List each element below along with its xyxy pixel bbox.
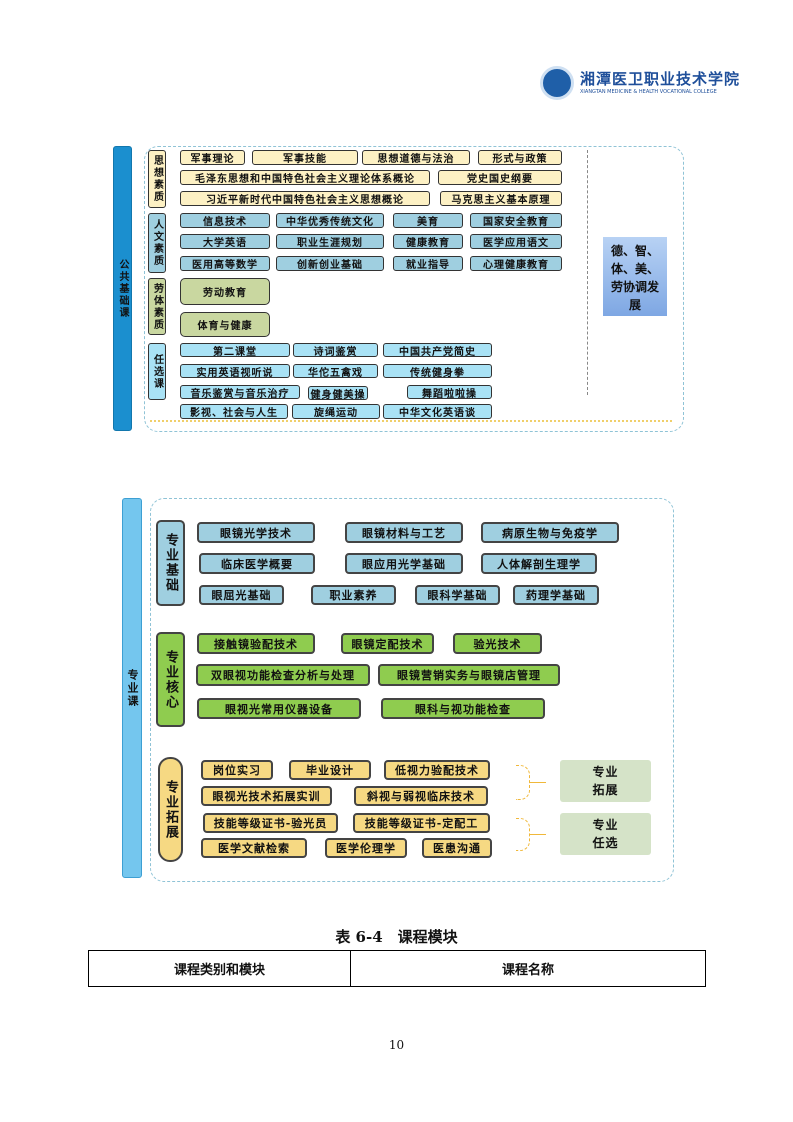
elective-box: 华佗五禽戏 [293,364,378,379]
course-box: 眼镜光学技术 [197,522,315,543]
course-box: 职业素养 [311,585,396,605]
course-box: 眼应用光学基础 [345,553,463,574]
divider-line [150,420,672,422]
course-box: 眼镜定配技术 [341,633,434,654]
table-caption: 表 6-4 课程模块 [335,928,458,946]
course-box: 马克思主义基本原理 [440,191,562,206]
elective-box: 诗词鉴赏 [293,343,378,358]
course-box: 职业生涯规划 [276,234,384,249]
elective-box: 舞蹈啦啦操 [407,385,492,400]
bracket-arrow [530,782,546,783]
elective-box: 中华文化英语谈 [383,404,492,419]
course-box: 眼科与视功能检查 [381,698,545,719]
course-box: 军事技能 [252,150,358,165]
course-box: 低视力验配技术 [384,760,490,780]
course-box: 临床医学概要 [199,553,315,574]
table-header-category: 课程类别和模块 [89,951,351,986]
category-label: 人文素质 [148,213,166,273]
elective-box: 第二课堂 [180,343,290,358]
course-box: 岗位实习 [201,760,273,780]
course-box: 大学英语 [180,234,270,249]
course-box: 军事理论 [180,150,245,165]
course-box: 就业指导 [393,256,463,271]
bracket-extension [516,765,530,800]
category-label: 任选课 [148,343,166,400]
course-box: 思想道德与法治 [362,150,470,165]
course-box: 心理健康教育 [470,256,562,271]
course-box: 医学应用语文 [470,234,562,249]
elective-box: 传统健身拳 [383,364,492,379]
category-label: 劳体素质 [148,278,166,335]
course-box: 药理学基础 [513,585,599,605]
course-box: 眼镜营销实务与眼镜店管理 [378,664,560,686]
diagram1-frame [144,146,684,432]
course-box: 中华优秀传统文化 [276,213,384,228]
course-box: 美育 [393,213,463,228]
table-header-courses: 课程名称 [501,963,554,978]
public-basic-courses-label: 公共基础课 [113,146,132,431]
diagram2-frame [150,498,674,882]
elective-box: 影视、社会与人生 [180,404,288,419]
category-label: 专业基础 [156,520,185,606]
course-box: 接触镜验配技术 [197,633,315,654]
course-table: 课程类别和模块 课程名称 [88,950,706,987]
course-box: 形式与政策 [478,150,562,165]
course-box: 创新创业基础 [276,256,384,271]
course-box: 体育与健康 [180,312,270,337]
elective-box: 音乐鉴赏与音乐治疗 [180,385,300,400]
course-box: 毛泽东思想和中国特色社会主义理论体系概论 [180,170,430,185]
course-box: 眼镜材料与工艺 [345,522,463,543]
college-logo [540,66,574,100]
category-label: 专业拓展 [158,757,183,862]
course-box: 医用高等数学 [180,256,270,271]
course-box: 眼科学基础 [415,585,500,605]
elective-box: 实用英语视听说 [180,364,290,379]
course-box: 斜视与弱视临床技术 [354,786,488,806]
course-box: 技能等级证书-定配工 [353,813,490,833]
course-box: 党史国史纲要 [438,170,562,185]
course-box: 健康教育 [393,234,463,249]
group-box: 专业拓展 [560,760,651,802]
bracket-arrow [530,834,546,835]
course-box: 技能等级证书-验光员 [203,813,338,833]
course-box: 眼视光常用仪器设备 [197,698,361,719]
course-box: 眼屈光基础 [199,585,284,605]
category-label: 专业核心 [156,632,185,727]
major-courses-label: 专业课 [122,498,142,878]
course-box: 医学伦理学 [325,838,407,858]
course-box: 国家安全教育 [470,213,562,228]
college-name-cn: 湘潭医卫职业技术学院 [580,70,741,88]
bracket-line [582,150,588,395]
course-box: 病原生物与免疫学 [481,522,619,543]
course-box: 医患沟通 [422,838,492,858]
page-number: 10 [388,1038,405,1052]
group-box: 专业任选 [560,813,651,855]
course-box: 信息技术 [180,213,270,228]
goal-box: 德、智、体、美、劳协调发展 [603,237,667,316]
course-box: 劳动教育 [180,278,270,305]
course-box: 习近平新时代中国特色社会主义思想概论 [180,191,430,206]
elective-box: 健身健美操 [308,386,368,401]
course-box: 验光技术 [453,633,542,654]
course-box: 眼视光技术拓展实训 [201,786,332,806]
college-name-en: XIANGTAN MEDICINE & HEALTH VOCATIONAL CO… [580,89,717,95]
course-box: 双眼视功能检查分析与处理 [196,664,370,686]
course-box: 人体解剖生理学 [481,553,597,574]
course-box: 医学文献检索 [201,838,307,858]
elective-box: 中国共产党简史 [383,343,492,358]
elective-box: 旋绳运动 [292,404,380,419]
course-box: 毕业设计 [289,760,371,780]
category-label: 思想素质 [148,150,166,208]
bracket-elective [516,818,530,851]
